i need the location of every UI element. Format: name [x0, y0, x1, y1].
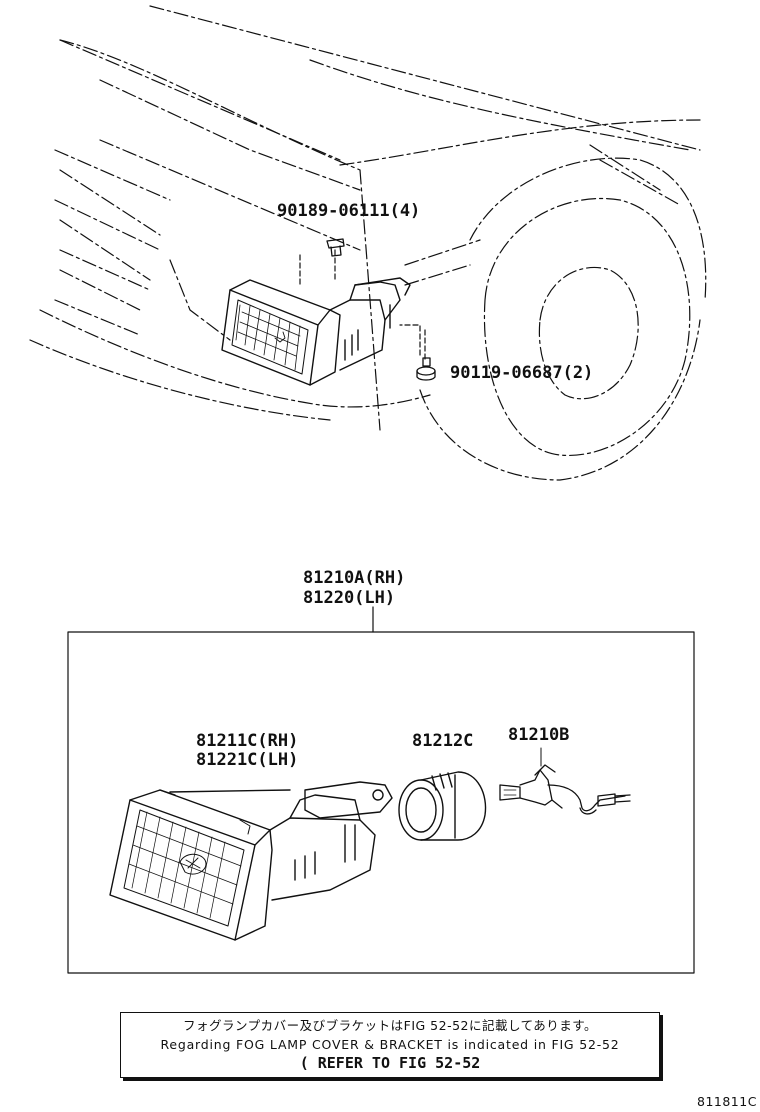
part-label-assembly-rh: 81210A(RH) [303, 568, 406, 588]
part-label-bolt: 90119-06687(2) [450, 363, 594, 383]
part-label-assembly-lh: 81220(LH) [303, 588, 396, 608]
part-label-unit-lh: 81221C(LH) [196, 750, 299, 770]
note-japanese: フォグランプカバー及びブラケットはFIG 52-52に記載してあります。 [183, 1018, 597, 1033]
part-label-unit-rh: 81211C(RH) [196, 731, 299, 751]
assembly-frame [67, 631, 695, 974]
socket-ring [398, 771, 487, 841]
bulb-assembly [499, 764, 631, 815]
note-english: Regarding FOG LAMP COVER & BRACKET is in… [160, 1036, 620, 1052]
reference-note-box: フォグランプカバー及びブラケットはFIG 52-52に記載してあります。 Reg… [120, 1012, 660, 1078]
part-label-socket: 81212C [412, 731, 474, 751]
mount-leader-lines [299, 249, 426, 363]
part-label-clip: 90189-06111(4) [277, 201, 421, 221]
bolt-fastener [416, 357, 436, 381]
fog-lamp-installed [221, 277, 411, 386]
vehicle-body-outline [29, 5, 707, 481]
fog-lamp-unit [109, 781, 393, 941]
figure-id: 811811C [697, 1094, 757, 1109]
part-label-bulb: 81210B [508, 725, 570, 745]
note-reference: ( REFER TO FIG 52-52 [299, 1054, 481, 1072]
clip-fastener [326, 238, 345, 257]
